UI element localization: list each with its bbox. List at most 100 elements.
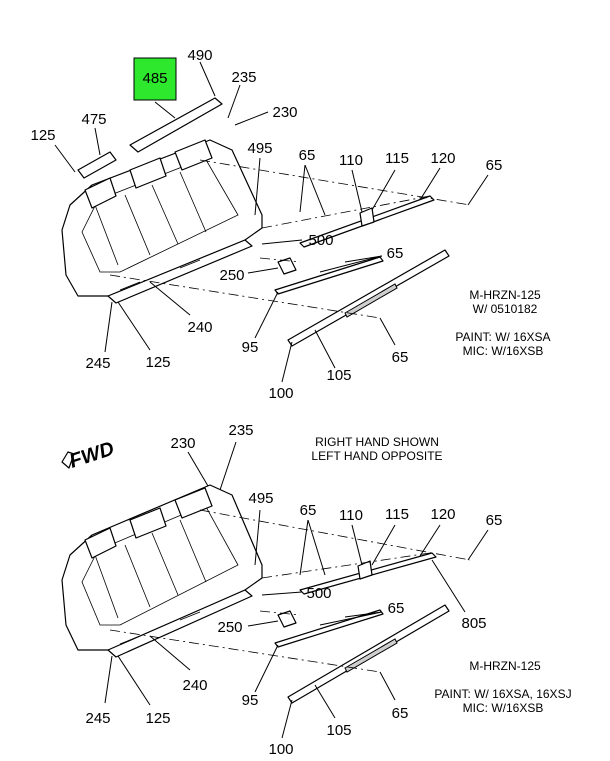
callout-65-b-b[interactable]: 65 [486, 512, 503, 529]
leader-65-d-b [379, 671, 396, 701]
leader-100 [281, 341, 293, 383]
highlight-box [133, 57, 177, 101]
leader-495-b [254, 509, 261, 566]
callout-245-b[interactable]: 245 [85, 710, 110, 727]
callout-95-b[interactable]: 95 [242, 692, 259, 709]
callout-805[interactable]: 805 [461, 615, 486, 632]
leader-65-b-b [467, 529, 489, 561]
bottom-lower-rail [107, 589, 253, 658]
callout-485[interactable]: 485 [142, 70, 167, 87]
callout-500-b[interactable]: 500 [306, 585, 331, 602]
callout-230-b[interactable]: 230 [170, 435, 195, 452]
top-model-line-2: W/ 0510182 [473, 302, 538, 316]
leader-95 [254, 291, 279, 339]
callout-110[interactable]: 110 [339, 152, 363, 169]
bottom-align-line-1 [199, 509, 471, 561]
top-step-ribs [94, 171, 207, 266]
bottom-rail-slots [119, 611, 201, 645]
callout-490[interactable]: 490 [187, 47, 212, 64]
leader-495 [254, 157, 261, 216]
leader-105 [314, 329, 336, 369]
callout-230[interactable]: 230 [272, 104, 297, 121]
callout-235-b[interactable]: 235 [228, 422, 253, 439]
callout-495-b[interactable]: 495 [248, 490, 273, 507]
leader-235-b [219, 441, 237, 491]
bottom-clip-250 [277, 610, 297, 628]
leader-65-d [379, 317, 396, 346]
top-bracket-1 [84, 177, 117, 209]
leader-105-b [314, 684, 336, 719]
leader-245 [104, 301, 113, 353]
leader-250-b [247, 620, 279, 627]
callout-240-b[interactable]: 240 [182, 677, 207, 694]
top-rail-slots [119, 259, 201, 291]
top-bracket-3 [174, 139, 213, 171]
top-align-line-2 [261, 195, 431, 229]
top-lower-rail [107, 239, 253, 304]
callout-500[interactable]: 500 [308, 232, 333, 249]
callout-100[interactable]: 100 [268, 385, 293, 402]
bottom-assembly [61, 441, 489, 739]
leader-500-b [261, 591, 303, 596]
callout-120-b[interactable]: 120 [430, 506, 455, 523]
bottom-strip-95 [274, 609, 384, 648]
callout-125-top-b[interactable]: 125 [145, 354, 170, 371]
callout-105[interactable]: 105 [326, 367, 351, 384]
callout-475[interactable]: 475 [81, 111, 106, 128]
callout-495[interactable]: 495 [247, 140, 272, 157]
top-model-line-1: M-HRZN-125 [469, 288, 541, 302]
leader-125-bottom [117, 301, 151, 351]
fwd-marker: FWD [61, 438, 117, 473]
callout-125-top-a[interactable]: 125 [30, 127, 55, 144]
leader-120-b [419, 524, 441, 557]
callout-110-b[interactable]: 110 [339, 507, 363, 524]
leader-115-b [371, 524, 396, 566]
callout-250-b[interactable]: 250 [217, 619, 242, 636]
callout-100-b[interactable]: 100 [268, 741, 293, 758]
callout-115[interactable]: 115 [385, 150, 409, 167]
top-trim-475 [77, 151, 117, 179]
callout-65-d[interactable]: 65 [392, 349, 409, 366]
callout-245[interactable]: 245 [85, 355, 110, 372]
callout-65-c[interactable]: 65 [387, 245, 404, 262]
orientation-line-1: RIGHT HAND SHOWN [315, 435, 439, 449]
bottom-step-ribs [94, 519, 207, 619]
leader-490 [199, 61, 216, 97]
callout-65-a-b[interactable]: 65 [300, 502, 317, 519]
bottom-mic-line: MIC: W/16XSB [463, 701, 544, 715]
callout-235[interactable]: 235 [231, 69, 256, 86]
callout-65-c-b[interactable]: 65 [388, 600, 405, 617]
callout-65-d-b[interactable]: 65 [392, 705, 409, 722]
leader-805 [431, 559, 466, 613]
bottom-clip-115 [357, 560, 373, 580]
top-cover-490 [129, 97, 223, 153]
leader-125-b [117, 655, 151, 706]
callout-115-b[interactable]: 115 [385, 506, 409, 523]
leader-235 [227, 84, 241, 119]
callout-95[interactable]: 95 [242, 339, 259, 356]
callout-250[interactable]: 250 [219, 267, 244, 284]
bottom-bracket-1 [84, 527, 117, 559]
leader-65-c-b [319, 611, 383, 626]
top-paint-line: PAINT: W/ 16XSA [455, 330, 550, 344]
callout-105-b[interactable]: 105 [326, 722, 351, 739]
leader-240 [149, 281, 191, 316]
top-clip-250 [277, 257, 297, 275]
leader-230-b [187, 451, 209, 487]
leader-120 [419, 167, 441, 201]
fwd-arrow-icon [61, 451, 75, 469]
top-align-line-1 [199, 159, 471, 206]
bottom-bracket-2 [129, 507, 167, 539]
callout-65-b[interactable]: 65 [486, 157, 503, 174]
callout-240[interactable]: 240 [187, 319, 212, 336]
leader-485 [154, 101, 176, 119]
callout-65-a[interactable]: 65 [299, 147, 316, 164]
callout-125-b[interactable]: 125 [145, 710, 170, 727]
callout-120[interactable]: 120 [430, 150, 455, 167]
top-align-line-4 [259, 257, 301, 263]
top-mic-line: MIC: W/16XSB [463, 344, 544, 358]
leader-110-b [351, 524, 363, 566]
leader-65-a [299, 164, 326, 216]
